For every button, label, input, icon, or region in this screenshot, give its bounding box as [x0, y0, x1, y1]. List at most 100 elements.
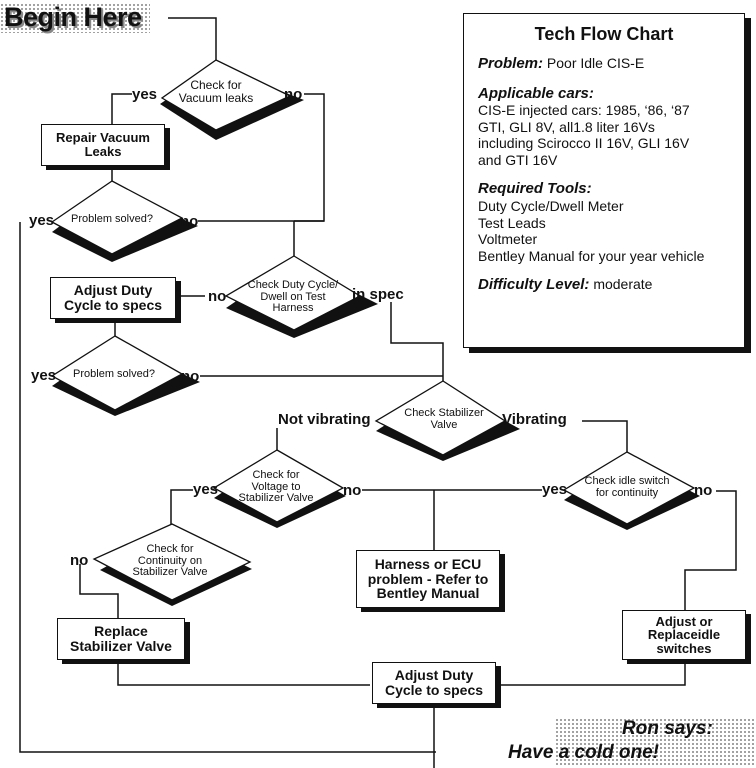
label-not-vibrating: Not vibrating [278, 411, 371, 428]
connector-voltage-yes [170, 489, 193, 524]
decision-text-line: Valve [430, 418, 458, 431]
action-text-line: Replace [94, 623, 148, 640]
decision-text-line: Vacuum leaks [178, 90, 254, 105]
decision-solved1-shape [50, 180, 198, 262]
decision-text-line: Voltage to [251, 480, 301, 493]
label-solved2-yes: yes [31, 367, 57, 384]
decision-stabilizer-shape [374, 380, 520, 461]
decision-text-line: Check Stabilizer [404, 407, 484, 419]
connector-replace-adjust [117, 662, 370, 686]
decision-text-line: Harness [272, 302, 314, 315]
info-panel: Tech Flow Chart Problem: Poor Idle CIS-E… [463, 13, 745, 348]
decision-text-line: Check for [146, 543, 194, 555]
action-text-line: problem - Refer to [367, 570, 489, 587]
decision-duty-shape [224, 255, 378, 338]
ron-says-line1: Ron says: [622, 718, 713, 739]
tool-item: Duty Cycle/Dwell Meter [478, 198, 624, 215]
info-title: Tech Flow Chart [534, 24, 674, 44]
decision-problem-solved-1[interactable]: Problem solved? [66, 213, 158, 226]
connector-vacuum-yes [111, 93, 132, 124]
action-text-line: Adjust Duty [394, 667, 474, 684]
decision-text-line: for continuity [595, 486, 659, 499]
ron-says-line2: Have a cold one! [508, 742, 659, 763]
tool-item: Voltmeter [478, 231, 538, 248]
action-text-line: Bentley Manual [376, 585, 480, 602]
decision-text-line: Check for [252, 469, 300, 481]
decision-vacuum-shape [160, 59, 304, 140]
decision-diamonds [50, 59, 700, 606]
action-text-line: Stabilizer Valve [70, 638, 172, 654]
ron-halftone [555, 718, 755, 766]
begin-here-halftone [0, 3, 150, 33]
decision-idle-shape [562, 451, 700, 530]
tools-heading: Required Tools: [478, 180, 592, 198]
connector-adjust-idle-adjust [496, 662, 686, 686]
decision-solved2-shape [50, 335, 200, 416]
difficulty-heading: Difficulty Level: [478, 276, 590, 294]
connector-in-spec [390, 302, 444, 381]
action-text-line: Adjust or [655, 613, 713, 629]
tool-item: Test Leads [478, 214, 546, 231]
difficulty-section: Difficulty Level: moderate [478, 276, 744, 294]
cars-heading: Applicable cars: [478, 84, 594, 102]
label-idle-no: no [694, 482, 713, 499]
label-voltage-yes: yes [193, 481, 219, 498]
label-solved1-no: no [180, 213, 199, 230]
action-text-line: Cycle to specs [384, 682, 484, 698]
label-duty-in-spec: in spec [352, 286, 404, 303]
cars-section: Applicable cars: CIS-E injected cars: 19… [478, 85, 744, 169]
decision-text-line: Dwell on Test [260, 290, 326, 303]
decision-continuity-shape [92, 523, 252, 606]
decision-text-line: Check for [190, 78, 242, 92]
connector-yes-exit [19, 222, 436, 753]
decision-problem-solved-2[interactable]: Problem solved? [68, 368, 160, 381]
connector-vibrating [582, 420, 628, 452]
label-vacuum-yes: yes [132, 86, 158, 103]
label-solved2-no: no [181, 368, 200, 385]
action-text-line: Adjust Duty [73, 282, 153, 299]
cars-line: including Scirocco II 16V, GLI 16V [478, 135, 690, 152]
action-text-line: switches [656, 640, 712, 656]
decision-text-line: Check idle switch [584, 475, 670, 487]
label-idle-yes: yes [542, 481, 568, 498]
decision-stabilizer[interactable]: Check Stabilizer Valve [397, 407, 491, 431]
problem-heading: Problem: [478, 55, 544, 72]
connector-continuity-no [79, 564, 119, 618]
decision-voltage-shape [212, 449, 346, 528]
decision-text-line: Check Duty Cycle/ [247, 279, 339, 291]
decision-text-line: Continuity on [137, 554, 203, 567]
label-voltage-no: no [343, 482, 362, 499]
cars-line: GTI, GLI 8V, all1.8 liter 16Vs [478, 118, 655, 135]
decision-vacuum[interactable]: Check for Vacuum leaks [166, 79, 266, 104]
action-text-line: Replaceidle [647, 627, 721, 643]
connectors [19, 17, 737, 768]
label-duty-no: no [208, 288, 227, 305]
problem-value: Poor Idle CIS-E [546, 55, 645, 71]
decision-continuity[interactable]: Check for Continuity on Stabilizer Valve [120, 543, 220, 579]
label-vacuum-no: no [284, 86, 303, 103]
decision-text-line: Problem solved? [73, 368, 155, 380]
decision-idle-switch[interactable]: Check idle switch for continuity [575, 475, 679, 499]
cars-line: and GTI 16V [478, 151, 558, 168]
tools-section: Required Tools: Duty Cycle/Dwell Meter T… [478, 180, 744, 264]
difficulty-value: moderate [593, 276, 653, 293]
decision-duty-cycle[interactable]: Check Duty Cycle/ Dwell on Test Harness [240, 279, 346, 315]
decision-text-line: Stabilizer Valve [132, 566, 208, 579]
connector-idle-no [684, 490, 737, 610]
connector-begin [168, 17, 217, 60]
action-text-line: Repair Vacuum [56, 130, 150, 146]
problem-section: Problem: Poor Idle CIS-E [478, 55, 744, 73]
begin-here-title: Begin Here [4, 2, 142, 32]
decision-text-line: Stabilizer Valve [238, 492, 314, 505]
connector-vacuum-no [294, 93, 325, 222]
decision-voltage[interactable]: Check for Voltage to Stabilizer Valve [226, 469, 326, 505]
cars-line: CIS-E injected cars: 1985, ‘86, ‘87 [478, 102, 690, 119]
label-continuity-no: no [70, 552, 89, 569]
